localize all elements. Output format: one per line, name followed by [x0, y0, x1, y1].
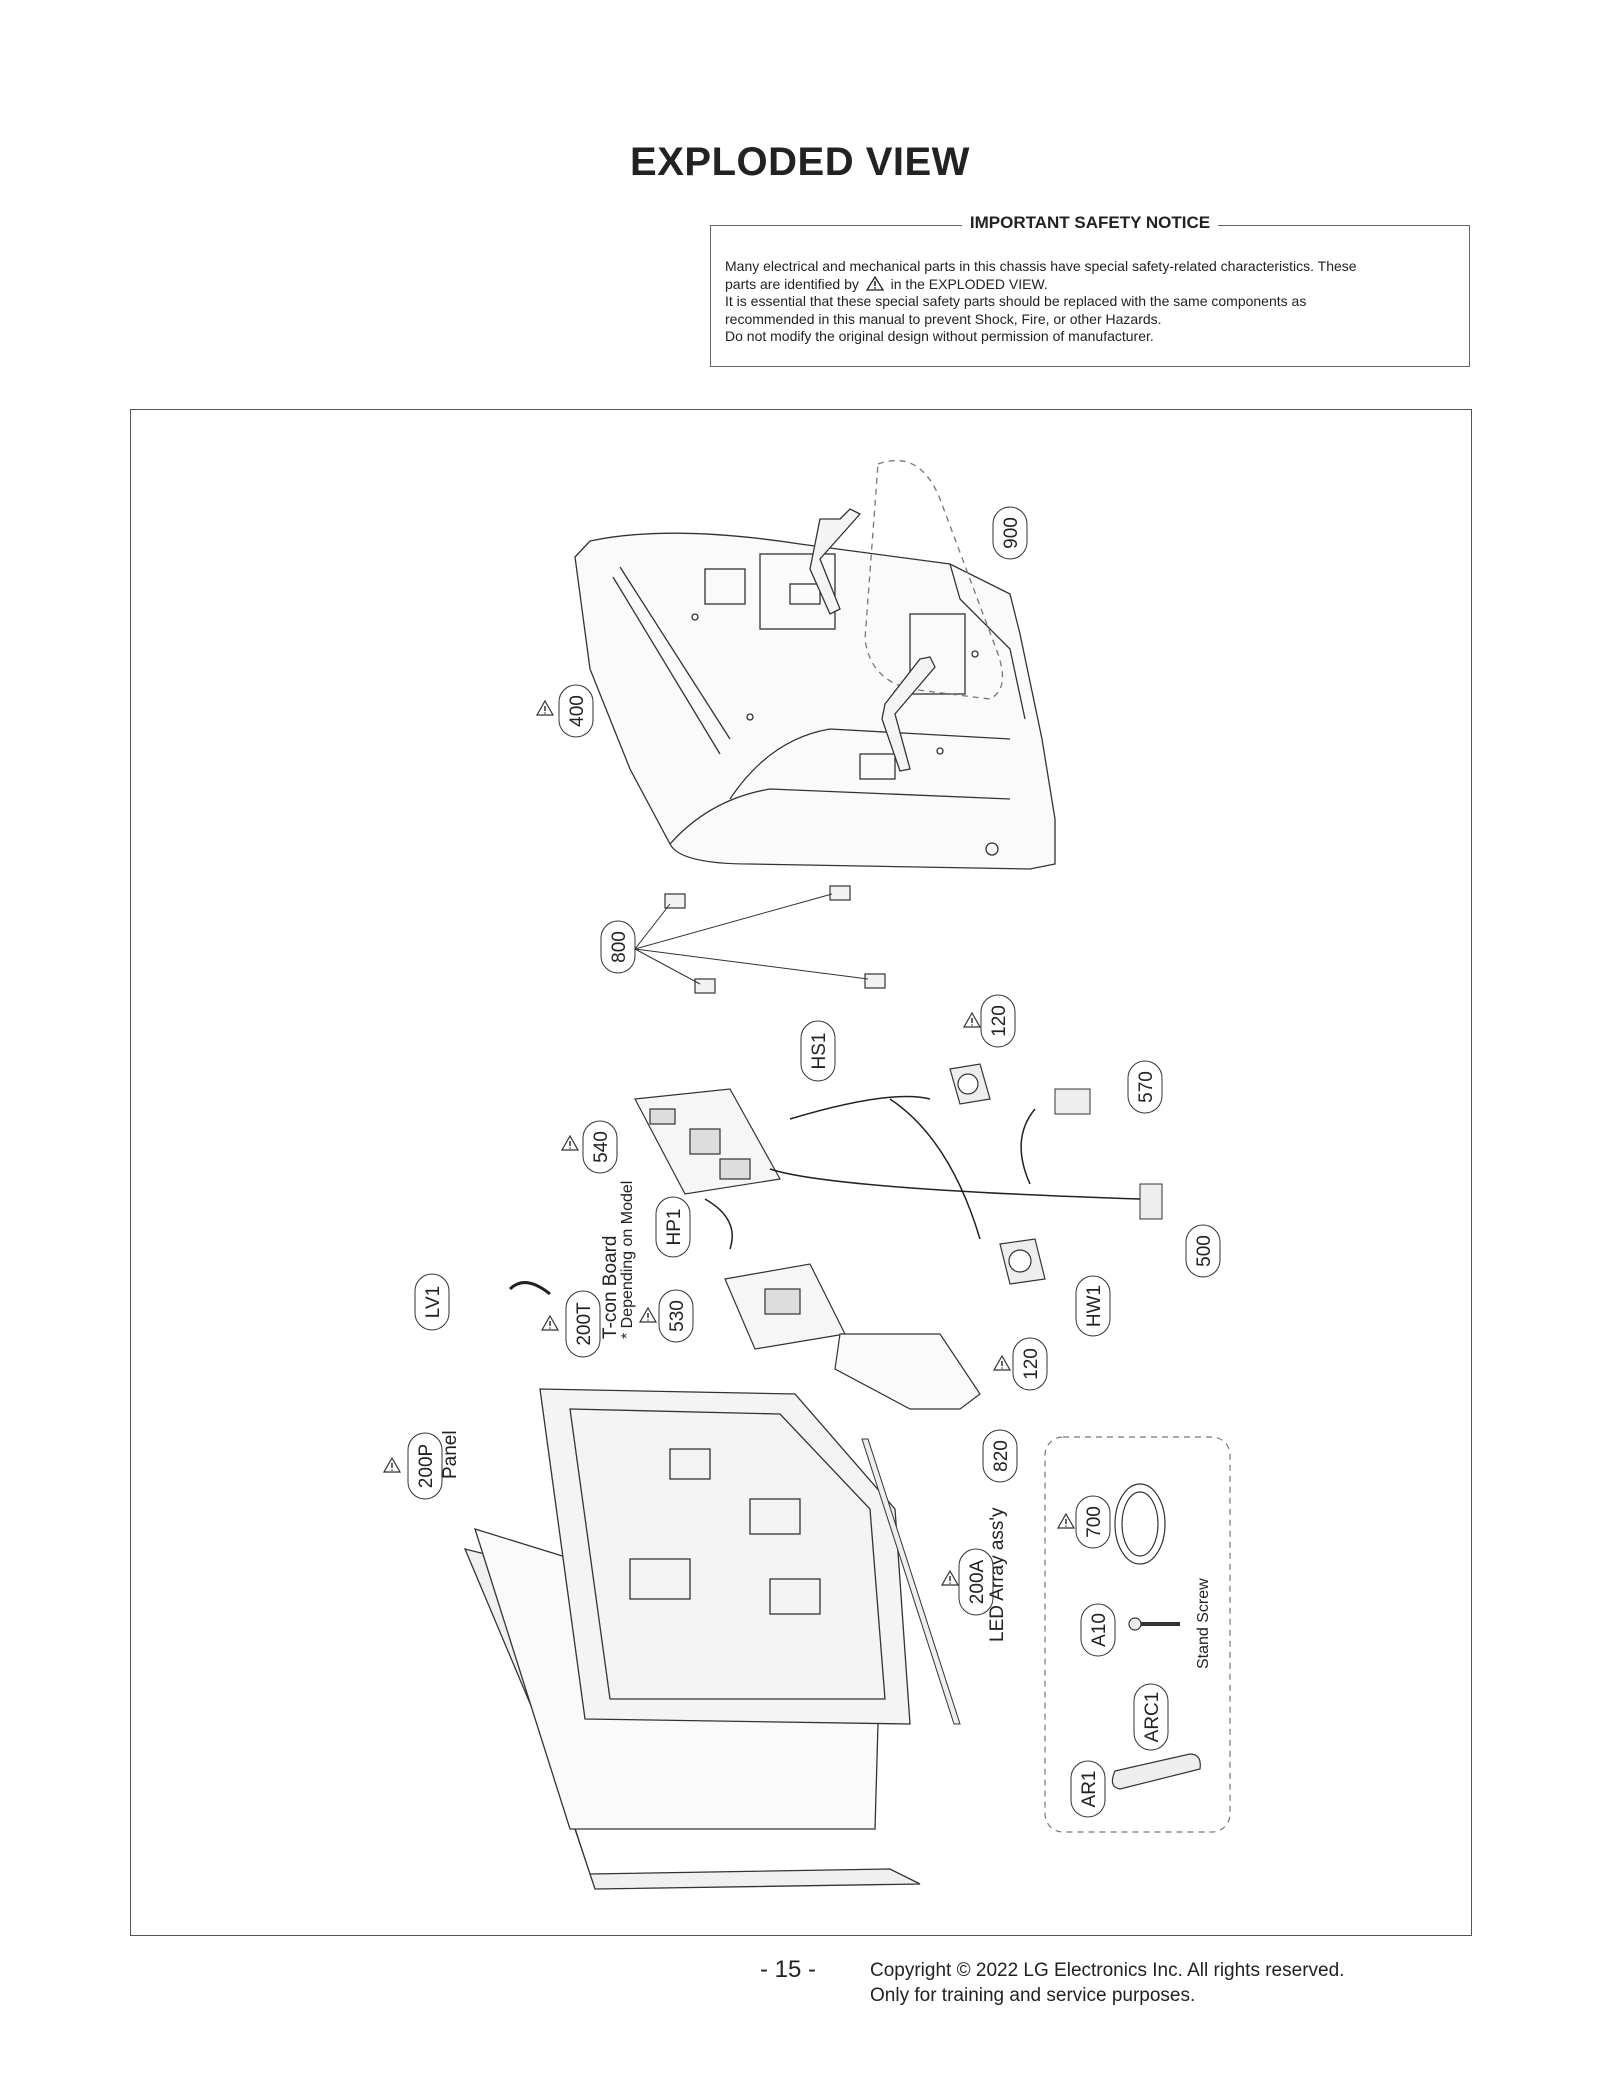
notice-line-5: Do not modify the original design withou…: [725, 328, 1154, 344]
notice-line-1: Many electrical and mechanical parts in …: [725, 258, 1357, 274]
label-arc1: ARC1: [1142, 1692, 1163, 1743]
callout-530: 530: [658, 1289, 694, 1343]
callout-900: 900: [992, 506, 1028, 560]
warning-icon-200p: [383, 1457, 401, 1473]
callout-arc1: ARC1: [1133, 1683, 1169, 1751]
copyright-line-2: Only for training and service purposes.: [870, 1985, 1196, 2006]
callout-500: 500: [1185, 1224, 1221, 1278]
callout-ar1: AR1: [1070, 1760, 1106, 1818]
tcon-note-line2: * Depending on Model: [619, 1181, 636, 1339]
label-120-top: 120: [989, 1005, 1010, 1037]
label-900: 900: [1001, 517, 1022, 549]
panel-note-text: Panel: [440, 1430, 461, 1479]
warning-triangle-icon: [865, 275, 884, 291]
warning-icon-540: [561, 1135, 579, 1151]
label-120-bottom: 120: [1021, 1348, 1042, 1380]
part-570-module: [1054, 1088, 1091, 1115]
main-board: [634, 1088, 781, 1195]
callout-820: 820: [982, 1429, 1018, 1483]
callout-800: 800: [600, 920, 636, 974]
label-lv1: LV1: [423, 1286, 444, 1318]
exploded-view-diagram: 900 400 800 120 HS1 570 540 HP1 500 LV1: [383, 459, 1231, 1890]
notice-line-2b: in the EXPLODED VIEW.: [890, 275, 1048, 292]
speaker-top: [949, 1063, 991, 1105]
panel-assembly: [463, 1388, 921, 1890]
callout-200t: 200T: [565, 1290, 601, 1358]
callout-a10: A10: [1080, 1603, 1116, 1657]
label-800: 800: [609, 931, 630, 963]
label-530: 530: [667, 1300, 688, 1332]
warning-icon-120-bottom: [993, 1355, 1011, 1371]
label-hp1: HP1: [664, 1209, 685, 1246]
copyright-line-1: Copyright © 2022 LG Electronics Inc. All…: [870, 1960, 1345, 1981]
notice-line-3: It is essential that these special safet…: [725, 293, 1307, 309]
speaker-bottom: [999, 1238, 1046, 1285]
callout-540: 540: [582, 1120, 618, 1174]
callout-lv1: LV1: [414, 1273, 450, 1331]
callout-570: 570: [1127, 1060, 1163, 1114]
callout-120-top: 120: [980, 994, 1016, 1048]
callout-hp1: HP1: [655, 1196, 691, 1258]
page-number: - 15 -: [760, 1956, 817, 1983]
diagram-frame: [130, 409, 1472, 1936]
label-820: 820: [991, 1440, 1012, 1472]
label-hw1: HW1: [1084, 1285, 1105, 1327]
insulator-sheet: [834, 1333, 981, 1410]
led-array-bar: [861, 1438, 961, 1725]
label-200t: 200T: [574, 1302, 595, 1346]
label-200p: 200P: [416, 1444, 437, 1488]
stand-screw-note: Stand Screw: [1195, 1578, 1212, 1669]
warning-icon-530: [639, 1307, 657, 1323]
warning-icon-200t: [541, 1315, 559, 1331]
warning-icon-700: [1057, 1513, 1075, 1529]
callout-200p: 200P: [407, 1432, 443, 1500]
tcon-note: T-con Board * Depending on Model: [600, 1181, 636, 1339]
tcon-note-line1: T-con Board: [600, 1236, 621, 1340]
cable-harness: [508, 1095, 1141, 1296]
label-200a: 200A: [967, 1559, 988, 1604]
warning-icon-120-top: [963, 1012, 981, 1028]
power-board: [724, 1263, 846, 1350]
label-ar1: AR1: [1079, 1771, 1100, 1808]
stand-screw-note-text: Stand Screw: [1195, 1578, 1212, 1669]
bracket-leader-lines: [634, 893, 869, 985]
stand-group: [809, 459, 1004, 772]
label-700: 700: [1084, 1506, 1105, 1538]
callout-200a: 200A: [958, 1548, 994, 1616]
label-400: 400: [567, 695, 588, 727]
label-500: 500: [1194, 1235, 1215, 1267]
part-500-module: [1139, 1183, 1163, 1220]
accessories-group: [1044, 1436, 1231, 1833]
label-a10: A10: [1089, 1613, 1110, 1647]
notice-line-2a: parts are identified by: [725, 275, 859, 292]
callout-hw1: HW1: [1075, 1275, 1111, 1337]
page-title: EXPLODED VIEW: [630, 140, 970, 184]
led-note-text: LED Array ass'y: [987, 1507, 1008, 1642]
callout-400: 400: [558, 684, 594, 738]
safety-notice-body: Many electrical and mechanical parts in …: [725, 258, 1455, 346]
callout-120-bottom: 120: [1012, 1337, 1048, 1391]
callout-700: 700: [1075, 1495, 1111, 1549]
copyright: Copyright © 2022 LG Electronics Inc. All…: [870, 1958, 1344, 2008]
led-note: LED Array ass'y: [987, 1507, 1008, 1642]
label-540: 540: [591, 1131, 612, 1163]
notice-line-4: recommended in this manual to prevent Sh…: [725, 310, 1162, 327]
warning-icon-400: [536, 700, 554, 716]
safety-notice-box: IMPORTANT SAFETY NOTICE Many electrical …: [710, 213, 1470, 367]
label-hs1: HS1: [809, 1033, 830, 1070]
panel-note: Panel: [440, 1430, 461, 1479]
label-570: 570: [1136, 1071, 1157, 1103]
back-cover: [574, 532, 1056, 870]
callout-hs1: HS1: [800, 1020, 836, 1082]
safety-notice-title: IMPORTANT SAFETY NOTICE: [961, 213, 1219, 232]
warning-icon-200a: [941, 1570, 959, 1586]
